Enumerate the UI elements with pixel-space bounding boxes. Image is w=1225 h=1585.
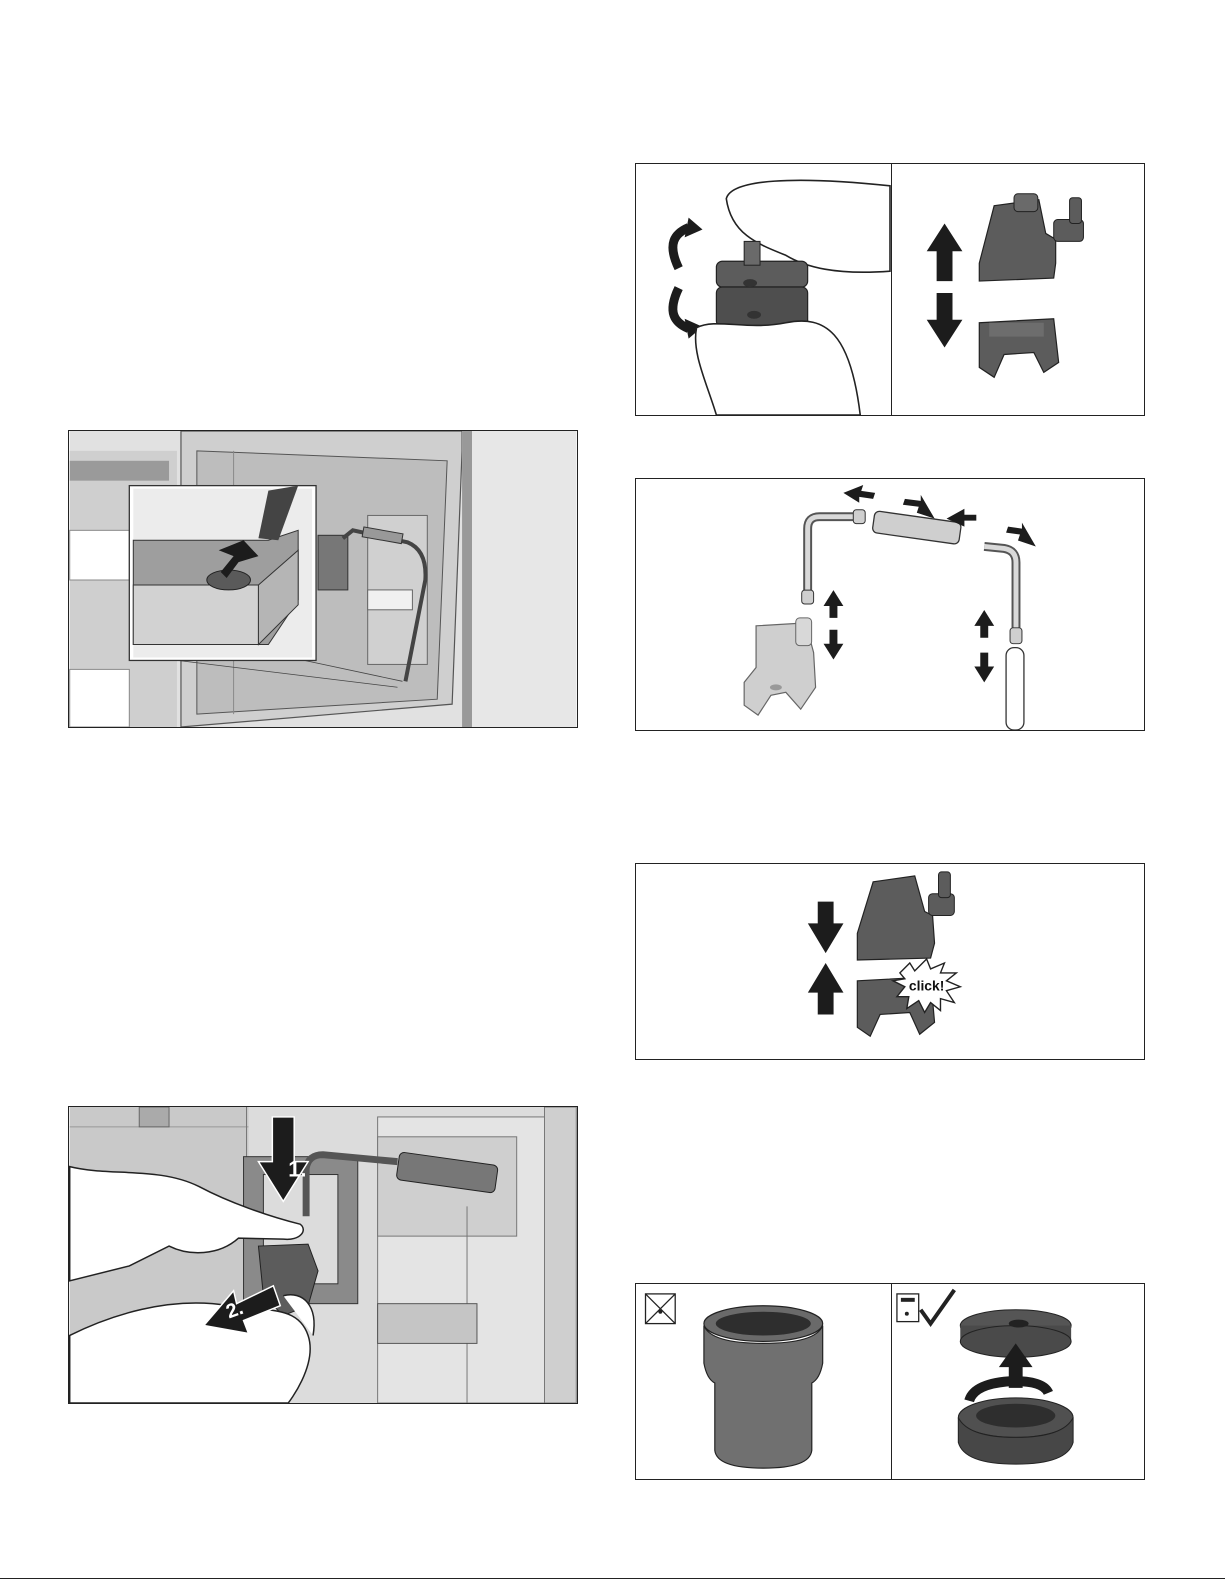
figure-tube-assembly xyxy=(635,478,1145,731)
coupling-separate-illustration xyxy=(636,164,1144,415)
dishwasher-safe-check-icon xyxy=(897,1290,954,1324)
push-remove-illustration: 1. 2. xyxy=(69,1107,577,1403)
page-bottom-rule xyxy=(0,1578,1225,1579)
figure-container-compare xyxy=(635,1283,1145,1480)
figure-coupling-separate xyxy=(635,163,1145,416)
step-1-label: 1. xyxy=(288,1157,306,1182)
tube-assembly-illustration xyxy=(636,479,1144,730)
no-dishwasher-icon xyxy=(646,1294,676,1324)
figure-oven-interior xyxy=(68,430,578,728)
oven-interior-illustration xyxy=(69,431,577,727)
figure-push-remove: 1. 2. xyxy=(68,1106,578,1404)
figure-coupling-click: click! xyxy=(635,863,1145,1060)
coupling-click-illustration: click! xyxy=(636,864,1144,1059)
detail-inset xyxy=(129,486,316,661)
click-label: click! xyxy=(909,978,944,994)
container-compare-illustration xyxy=(636,1284,1144,1479)
